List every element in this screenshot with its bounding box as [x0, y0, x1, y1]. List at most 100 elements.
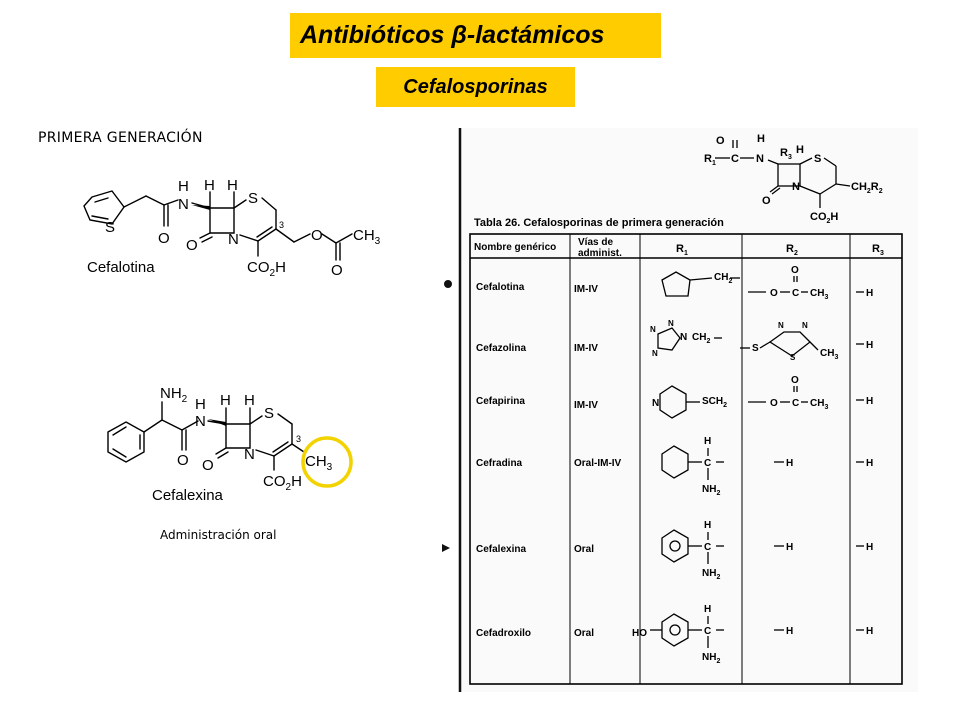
row-r2-carbonyl-o: O — [791, 265, 799, 276]
cefalexina-atom-h1: H — [220, 392, 231, 409]
header-route-line1: Vías de — [578, 237, 613, 248]
row-name: Cefalexina — [476, 544, 526, 555]
row-r1-ch2: CH2 — [692, 332, 710, 345]
row-r1-n: N — [680, 332, 687, 343]
row-r2-o: O — [770, 398, 778, 409]
table-row: Cefalotina IM-IV CH2 O C O CH3 H — [476, 265, 873, 301]
row-name: Cefadroxilo — [476, 628, 531, 639]
cefalexina-position-3: 3 — [296, 434, 301, 444]
cefalexina-atom-n-core: N — [244, 446, 255, 463]
general-atom-r3: R3 — [780, 147, 792, 161]
row-route: IM-IV — [574, 400, 598, 411]
cefalexina-beta-lactam-ring — [225, 423, 251, 449]
cephalosporin-table-scan: O R1 C N H R3 H S O N CH2R2 CO2H Tabla 2… — [440, 120, 920, 692]
row-r1-h: H — [704, 520, 711, 531]
cefalexina-atom-ch3: CH3 — [305, 453, 333, 473]
row-name: Cefapirina — [476, 396, 525, 407]
cefalotina-atom-co2h: CO2H — [247, 259, 286, 279]
cefalexina-atom-h-nh: H — [195, 396, 206, 413]
row-r1-nh2: NH2 — [702, 484, 720, 497]
cefalotina-atom-o-amide: O — [158, 230, 170, 247]
cefalotina-position-3: 3 — [279, 220, 284, 230]
cefalexina-atom-o-amide: O — [177, 452, 189, 469]
cefalotina-atom-o-carbonyl: O — [331, 262, 343, 279]
row-r3: H — [866, 396, 873, 407]
row-r2-o: O — [770, 288, 778, 299]
header-r2: R2 — [786, 243, 798, 257]
row-r3: H — [866, 288, 873, 299]
row-r2-n2: N — [802, 321, 808, 330]
header-r3: R3 — [872, 243, 884, 257]
cefalotina-thiophene-ring — [83, 190, 125, 225]
cefalotina-atom-n-amide: N — [178, 196, 189, 213]
row-r1-nh2: NH2 — [702, 652, 720, 665]
row-r2: H — [786, 458, 793, 469]
general-atom-co2h: CO2H — [810, 211, 838, 225]
table-frame — [469, 233, 903, 685]
tetrazole-icon — [657, 327, 681, 351]
table-row: Cefalexina Oral H C NH2 H H — [476, 520, 873, 581]
general-atom-n-core: N — [792, 181, 800, 193]
row-route: IM-IV — [574, 284, 598, 295]
hydroxyphenyl-icon — [661, 613, 689, 647]
cefalexina-name: Cefalexina — [152, 487, 224, 504]
row-name: Cefazolina — [476, 343, 526, 354]
general-atom-o-top: O — [716, 135, 725, 147]
row-r3: H — [866, 626, 873, 637]
row-r1-sch2: SCH2 — [702, 396, 727, 409]
page-subtitle: Cefalosporinas — [403, 75, 548, 98]
administration-note: Administración oral — [160, 528, 277, 542]
header-name: Nombre genérico — [474, 242, 556, 253]
row-r1-ho: HO — [632, 628, 647, 639]
row-route: IM-IV — [574, 343, 598, 354]
row-r1-n: N — [652, 398, 659, 409]
thiadiazole-icon — [768, 331, 811, 357]
cefalotina-atom-o-ester: O — [311, 227, 323, 244]
scan-bullet-mark — [444, 280, 452, 288]
general-atom-h2: H — [796, 144, 804, 156]
cefalotina-atom-o-lactam: O — [186, 237, 198, 254]
title-banner: Antibióticos β-lactámicos — [290, 13, 661, 58]
row-r2-ch3: CH3 — [820, 348, 838, 361]
molecule-drawings: S H N H H S O O N O CH3 CO2H O Cefalotin… — [83, 177, 381, 504]
ch3-highlight-circle — [301, 436, 353, 488]
row-r2-ch3: CH3 — [810, 288, 828, 301]
row-name: Cefalotina — [476, 282, 525, 293]
row-r2: H — [786, 542, 793, 553]
cefalexina-atom-h2: H — [244, 392, 255, 409]
row-r1-group: CH2 — [714, 272, 732, 285]
row-r2-c: C — [792, 288, 799, 299]
row-r1-n1: N — [650, 325, 656, 334]
header-route-line2: administ. — [578, 248, 622, 259]
row-r2-s2: S — [790, 353, 796, 362]
cefalotina-atom-h1: H — [204, 177, 215, 194]
row-r1-c: C — [704, 542, 711, 553]
row-r1-n2: N — [668, 319, 674, 328]
general-atom-s: S — [814, 153, 821, 165]
row-r1-nh2: NH2 — [702, 568, 720, 581]
cefalexina-atom-n-amide: N — [195, 413, 206, 430]
cefalotina-atom-n-core: N — [228, 231, 239, 248]
general-atom-n: N — [756, 153, 764, 165]
subtitle-banner: Cefalosporinas — [376, 67, 575, 107]
row-r2-carbonyl-o: O — [791, 375, 799, 386]
row-r3: H — [866, 340, 873, 351]
row-r1-c: C — [704, 458, 711, 469]
row-r3: H — [866, 542, 873, 553]
page-title: Antibióticos β-lactámicos — [300, 21, 605, 49]
row-r2-ch3: CH3 — [810, 398, 828, 411]
general-atom-r1: R1 — [704, 153, 716, 167]
row-r1-h: H — [704, 604, 711, 615]
row-r1-c: C — [704, 626, 711, 637]
row-r2-n1: N — [778, 321, 784, 330]
row-r2: H — [786, 626, 793, 637]
cefalotina-atom-ch3: CH3 — [353, 227, 381, 247]
row-route: Oral-IM-IV — [574, 458, 622, 469]
cyclohexadiene-icon — [661, 445, 689, 479]
thiophene-icon — [661, 271, 691, 297]
header-r1: R1 — [676, 243, 688, 257]
cefalexina-atom-nh2: NH2 — [160, 385, 188, 405]
row-r1-h: H — [704, 436, 711, 447]
cefalotina-atom-s-core: S — [248, 190, 258, 207]
row-r3: H — [866, 458, 873, 469]
